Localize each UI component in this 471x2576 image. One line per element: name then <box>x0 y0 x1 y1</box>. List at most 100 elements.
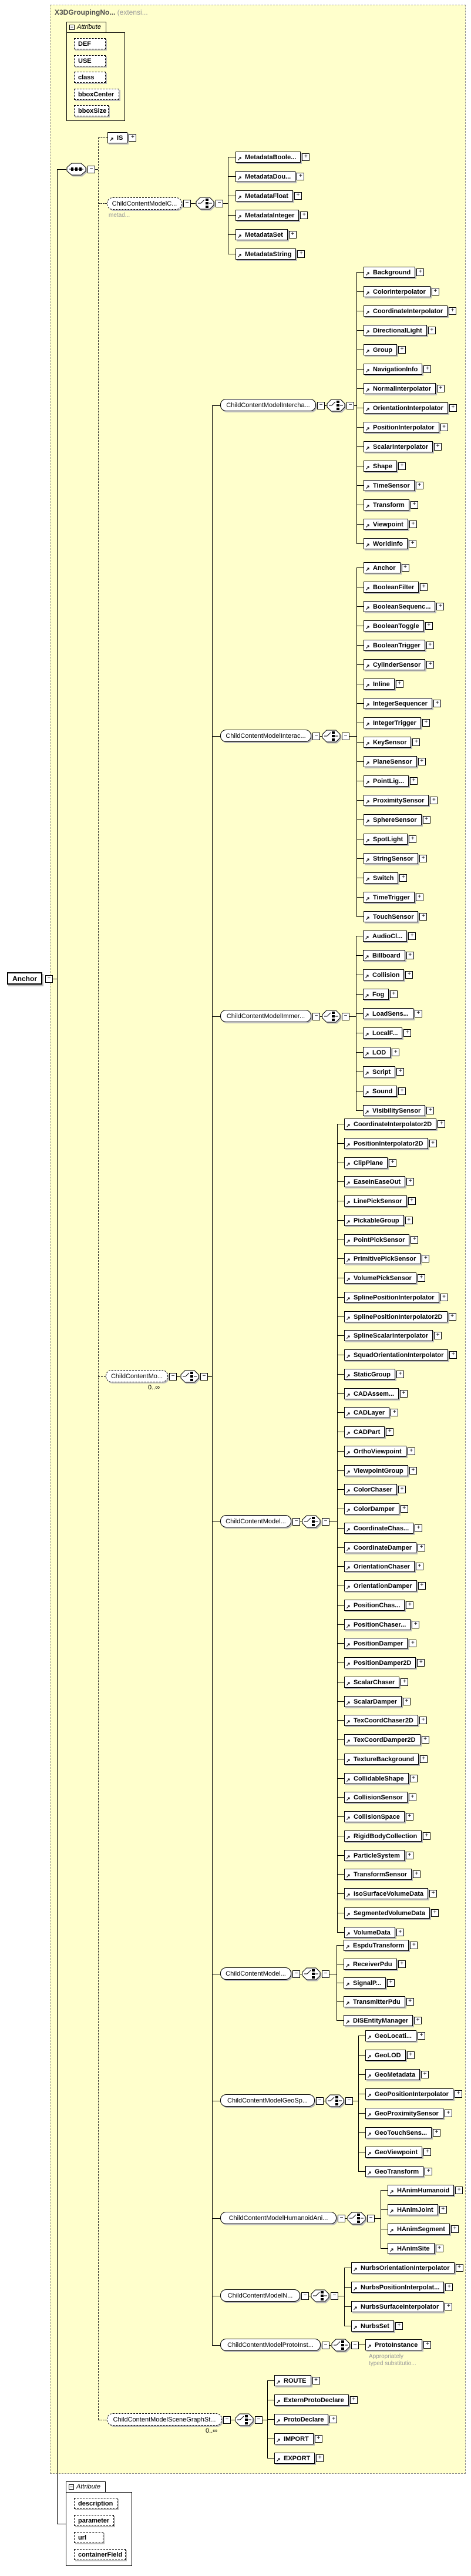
expand-plus-button[interactable]: + <box>414 1010 422 1017</box>
expand-plus-button[interactable]: + <box>398 1960 406 1968</box>
expand-plus-button[interactable]: + <box>440 1294 448 1301</box>
expand-plus-button[interactable]: + <box>429 1890 438 1897</box>
element-ref-box[interactable]: ↗NormalInterpolator+ <box>364 383 445 394</box>
element-ref-box[interactable]: ↗AudioCl...+ <box>363 931 416 942</box>
expand-plus-button[interactable]: + <box>422 1255 430 1262</box>
expand-plus-button[interactable]: + <box>426 661 435 669</box>
element-ref-box[interactable]: ↗LinePickSensor+ <box>344 1195 416 1207</box>
attribute-box[interactable]: url <box>74 2532 103 2543</box>
expand-plus-button[interactable]: + <box>419 913 428 921</box>
element-ref-box[interactable]: ↗HAnimJoint+ <box>388 2204 447 2215</box>
expand-plus-button[interactable]: + <box>412 738 420 746</box>
expand-plus-button[interactable]: + <box>409 1467 417 1475</box>
collapse-minus-button[interactable]: − <box>292 1518 300 1526</box>
expand-plus-button[interactable]: + <box>329 2416 338 2423</box>
element-ref-box[interactable]: ↗Group+ <box>364 344 406 355</box>
expand-plus-button[interactable]: + <box>450 2225 459 2233</box>
expand-plus-button[interactable]: + <box>438 1120 446 1128</box>
element-ref-box[interactable]: ↗ScalarChaser+ <box>344 1677 409 1688</box>
model-group-box[interactable]: ChildContentModelInterac... <box>220 730 311 742</box>
element-ref-box[interactable]: ↗GeoProximitySensor+ <box>365 2108 452 2119</box>
attribute-box[interactable]: class <box>74 72 106 83</box>
element-ref-box[interactable]: ↗SplinePositionInterpolator2D+ <box>344 1311 456 1322</box>
attribute-box[interactable]: description <box>74 2498 117 2509</box>
element-ref-box[interactable]: ↗DISEntityManager+ <box>344 2015 422 2026</box>
expand-plus-button[interactable]: + <box>408 1794 416 1801</box>
expand-plus-button[interactable]: + <box>421 2071 429 2078</box>
attribute-box[interactable]: parameter <box>74 2515 114 2526</box>
collapse-minus-button[interactable]: − <box>292 1970 300 1978</box>
expand-plus-button[interactable]: + <box>418 1544 426 1551</box>
element-ref-box[interactable]: ↗SegmentedVolumeData+ <box>344 1907 439 1919</box>
element-ref-box[interactable]: ↗ProtoInstance+ <box>365 2339 432 2350</box>
element-ref-box[interactable]: ↗GeoPositionInterpolator+ <box>365 2088 462 2100</box>
element-ref-box[interactable]: ↗ColorInterpolator+ <box>364 286 439 297</box>
collapse-minus-button[interactable]: − <box>317 402 325 409</box>
expand-plus-button[interactable]: + <box>428 327 436 334</box>
expand-plus-button[interactable]: + <box>430 797 438 804</box>
expand-plus-button[interactable]: + <box>398 462 406 470</box>
expand-plus-button[interactable]: + <box>455 2264 463 2272</box>
element-ref-box[interactable]: ↗VolumePickSensor+ <box>344 1272 425 1284</box>
expand-plus-button[interactable]: + <box>431 1909 439 1917</box>
expand-plus-button[interactable]: + <box>420 583 428 591</box>
element-ref-box[interactable]: ↗PositionDamper2D+ <box>344 1657 425 1668</box>
element-ref-box[interactable]: ↗CoordinateInterpolator+ <box>364 305 457 317</box>
element-ref-box[interactable]: ↗TexCoordChaser2D+ <box>344 1715 427 1726</box>
attribute-box[interactable]: bboxSize <box>74 105 109 116</box>
expand-plus-button[interactable]: + <box>410 777 418 785</box>
element-ref-box[interactable]: ↗MetadataSet+ <box>236 229 297 240</box>
model-group-box[interactable]: ChildContentModelIntercha... <box>220 399 316 411</box>
collapse-minus-button[interactable]: − <box>312 1013 320 1020</box>
element-ref-box[interactable]: ↗EXPORT+ <box>274 2453 324 2464</box>
expand-plus-button[interactable]: + <box>129 134 137 142</box>
expand-plus-button[interactable]: + <box>454 2090 462 2098</box>
element-ref-box[interactable]: ↗SplineScalarInterpolator+ <box>344 1330 442 1341</box>
element-ref-box[interactable]: ↗MetadataFloat+ <box>236 190 302 201</box>
element-ref-box[interactable]: ↗GeoMetadata+ <box>365 2069 429 2080</box>
expand-plus-button[interactable]: + <box>297 250 305 258</box>
element-ref-box[interactable]: ↗LOD+ <box>363 1047 400 1058</box>
expand-plus-button[interactable]: + <box>409 520 417 528</box>
element-ref-box[interactable]: ↗SphereSensor+ <box>364 814 430 825</box>
element-ref-box[interactable]: ↗SignalP...+ <box>344 1977 395 1989</box>
element-ref-box[interactable]: ↗Viewpoint+ <box>364 519 417 530</box>
element-ref-box[interactable]: ↗MetadataDou...+ <box>236 171 305 182</box>
element-ref-box[interactable]: ↗ClipPlane+ <box>344 1157 397 1168</box>
collapse-minus-button[interactable]: − <box>367 2215 375 2222</box>
model-group-box[interactable]: ChildContentModelGeoSp... <box>220 2094 315 2107</box>
element-ref-box[interactable]: ↗TextureBackground+ <box>344 1754 428 1765</box>
expand-plus-button[interactable]: + <box>436 603 445 610</box>
attribute-box[interactable]: DEF <box>74 38 106 49</box>
element-ref-box[interactable]: ↗LocalF...+ <box>363 1027 412 1039</box>
element-ref-box[interactable]: ↗GeoTouchSens...+ <box>365 2127 441 2138</box>
expand-plus-button[interactable]: + <box>449 307 457 315</box>
element-ref-box[interactable]: ↗WorldInfo+ <box>364 538 417 549</box>
attribute-box[interactable]: bboxCenter <box>74 89 119 100</box>
element-ref-box[interactable]: ↗GeoLocati...+ <box>365 2030 425 2041</box>
expand-plus-button[interactable]: + <box>391 1409 399 1416</box>
expand-plus-button[interactable]: + <box>408 1197 416 1205</box>
element-ref-box[interactable]: ↗TransmitterPdu+ <box>344 1996 414 2007</box>
element-ref-box[interactable]: ↗RigidBodyCollection+ <box>344 1831 431 1842</box>
expand-plus-button[interactable]: + <box>425 622 433 630</box>
model-group-box[interactable]: ChildContentModel... <box>220 1967 291 1980</box>
element-ref-box[interactable]: ↗DirectionalLight+ <box>364 325 436 336</box>
expand-plus-button[interactable]: + <box>399 874 408 882</box>
collapse-minus-button[interactable]: − <box>331 2292 338 2300</box>
element-ref-box[interactable]: ↗VolumeData+ <box>344 1927 404 1938</box>
collapse-minus-button[interactable]: − <box>322 1518 329 1526</box>
element-ref-box[interactable]: ↗ViewpointGroup+ <box>344 1465 417 1476</box>
element-ref-box[interactable]: ↗ScalarInterpolator+ <box>364 441 442 452</box>
element-ref-box[interactable]: ↗HAnimHumanoid+ <box>388 2185 463 2196</box>
expand-plus-button[interactable]: + <box>405 971 413 979</box>
expand-plus-button[interactable]: + <box>409 835 417 843</box>
expand-plus-button[interactable]: + <box>409 1640 417 1647</box>
expand-plus-button[interactable]: + <box>434 1332 442 1339</box>
expand-plus-button[interactable]: + <box>449 1351 457 1359</box>
attribute-box[interactable]: containerField <box>74 2549 126 2560</box>
expand-plus-button[interactable]: + <box>420 1755 428 1763</box>
expand-plus-button[interactable]: + <box>403 1698 411 1705</box>
element-ref-box[interactable]: ↗MetadataString+ <box>236 248 305 260</box>
expand-plus-button[interactable]: + <box>387 1979 395 1987</box>
